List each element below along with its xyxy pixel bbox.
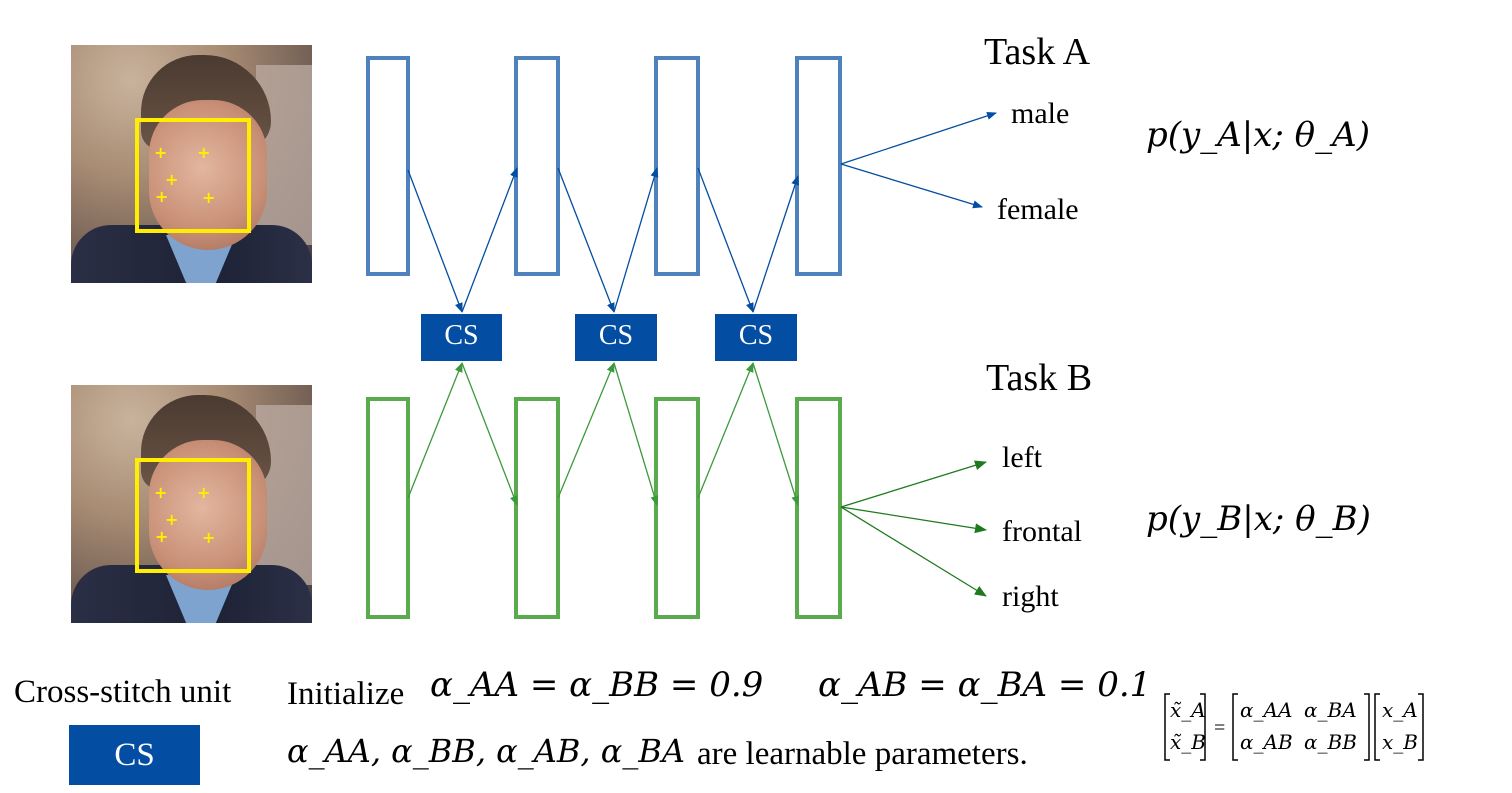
cs-unit-1-box bbox=[421, 314, 502, 361]
task-b-layers bbox=[366, 397, 842, 619]
matrix-brackets bbox=[1164, 693, 1424, 761]
task-a-layer-1 bbox=[366, 56, 410, 276]
task-a-output-female: female bbox=[997, 193, 1079, 226]
matrix-lhs-a: x̃_A bbox=[1170, 698, 1206, 722]
cs-unit-2-box bbox=[575, 314, 657, 361]
task-a-layer-4 bbox=[795, 56, 842, 276]
matrix-lhs-b: x̃_B bbox=[1170, 730, 1206, 754]
face-image-a: + + + + + bbox=[71, 45, 312, 283]
task-a-output-male: male bbox=[1011, 97, 1070, 130]
task-b-title: Task B bbox=[986, 357, 1093, 399]
learnable-params-text: are learnable parameters. bbox=[697, 736, 1028, 772]
cs-units bbox=[421, 314, 797, 361]
matrix-w-aa: α_AA bbox=[1240, 698, 1293, 722]
cs-unit-3-box bbox=[715, 314, 797, 361]
matrix-w-ba: α_BA bbox=[1304, 698, 1357, 722]
cs-unit-2-label: CS bbox=[598, 320, 634, 351]
face-image-b: + + + + + bbox=[71, 385, 312, 623]
task-b-layer-2 bbox=[514, 397, 560, 619]
task-a-output-arrows bbox=[840, 112, 997, 209]
task-b-output-arrows bbox=[840, 460, 987, 597]
cross-stitch-legend-label: Cross-stitch unit bbox=[14, 674, 232, 710]
task-b-layer-4 bbox=[795, 397, 842, 619]
matrix-rhs-b: x_B bbox=[1382, 730, 1418, 754]
task-a-layer-3 bbox=[654, 56, 700, 276]
cs-unit-1-label: CS bbox=[444, 320, 479, 351]
task-b-layer-3 bbox=[654, 397, 700, 619]
cs-legend-box: CS bbox=[69, 725, 200, 785]
matrix-w-bb: α_BB bbox=[1304, 730, 1357, 754]
init-eq-same-task: α_AA = α_BB = 0.9 bbox=[430, 665, 764, 705]
task-b-arrows bbox=[407, 362, 800, 506]
task-b-output-frontal: frontal bbox=[1002, 515, 1082, 548]
face-bounding-box-a bbox=[135, 118, 251, 233]
task-a-layer-2 bbox=[514, 56, 560, 276]
cs-unit-3-label: CS bbox=[738, 320, 774, 351]
matrix-rhs-a: x_A bbox=[1382, 698, 1418, 722]
task-a-formula: p(y_A|x; θ_A) bbox=[1146, 115, 1370, 155]
task-b-formula: p(y_B|x; θ_B) bbox=[1146, 499, 1371, 539]
learnable-params-symbols: α_AA, α_BB, α_AB, α_BA bbox=[287, 732, 685, 770]
task-b-output-right: right bbox=[1002, 580, 1059, 613]
task-b-output-left: left bbox=[1002, 441, 1042, 474]
task-a-title: Task A bbox=[984, 31, 1091, 73]
init-eq-cross-task: α_AB = α_BA = 0.1 bbox=[818, 665, 1152, 705]
task-a-layers bbox=[366, 56, 842, 276]
task-b-layer-1 bbox=[366, 397, 410, 619]
init-prefix: Initialize bbox=[287, 676, 405, 712]
task-a-arrows bbox=[407, 167, 799, 313]
matrix-w-ab: α_AB bbox=[1240, 730, 1293, 754]
matrix-equals: = bbox=[1214, 717, 1226, 739]
cs-legend-text: CS bbox=[114, 736, 155, 773]
face-bounding-box-b bbox=[135, 458, 251, 573]
cross-stitch-matrix-equation: x̃_A x̃_B = α_AA α_BA α_AB α_BB x_A x_B bbox=[1156, 690, 1508, 764]
